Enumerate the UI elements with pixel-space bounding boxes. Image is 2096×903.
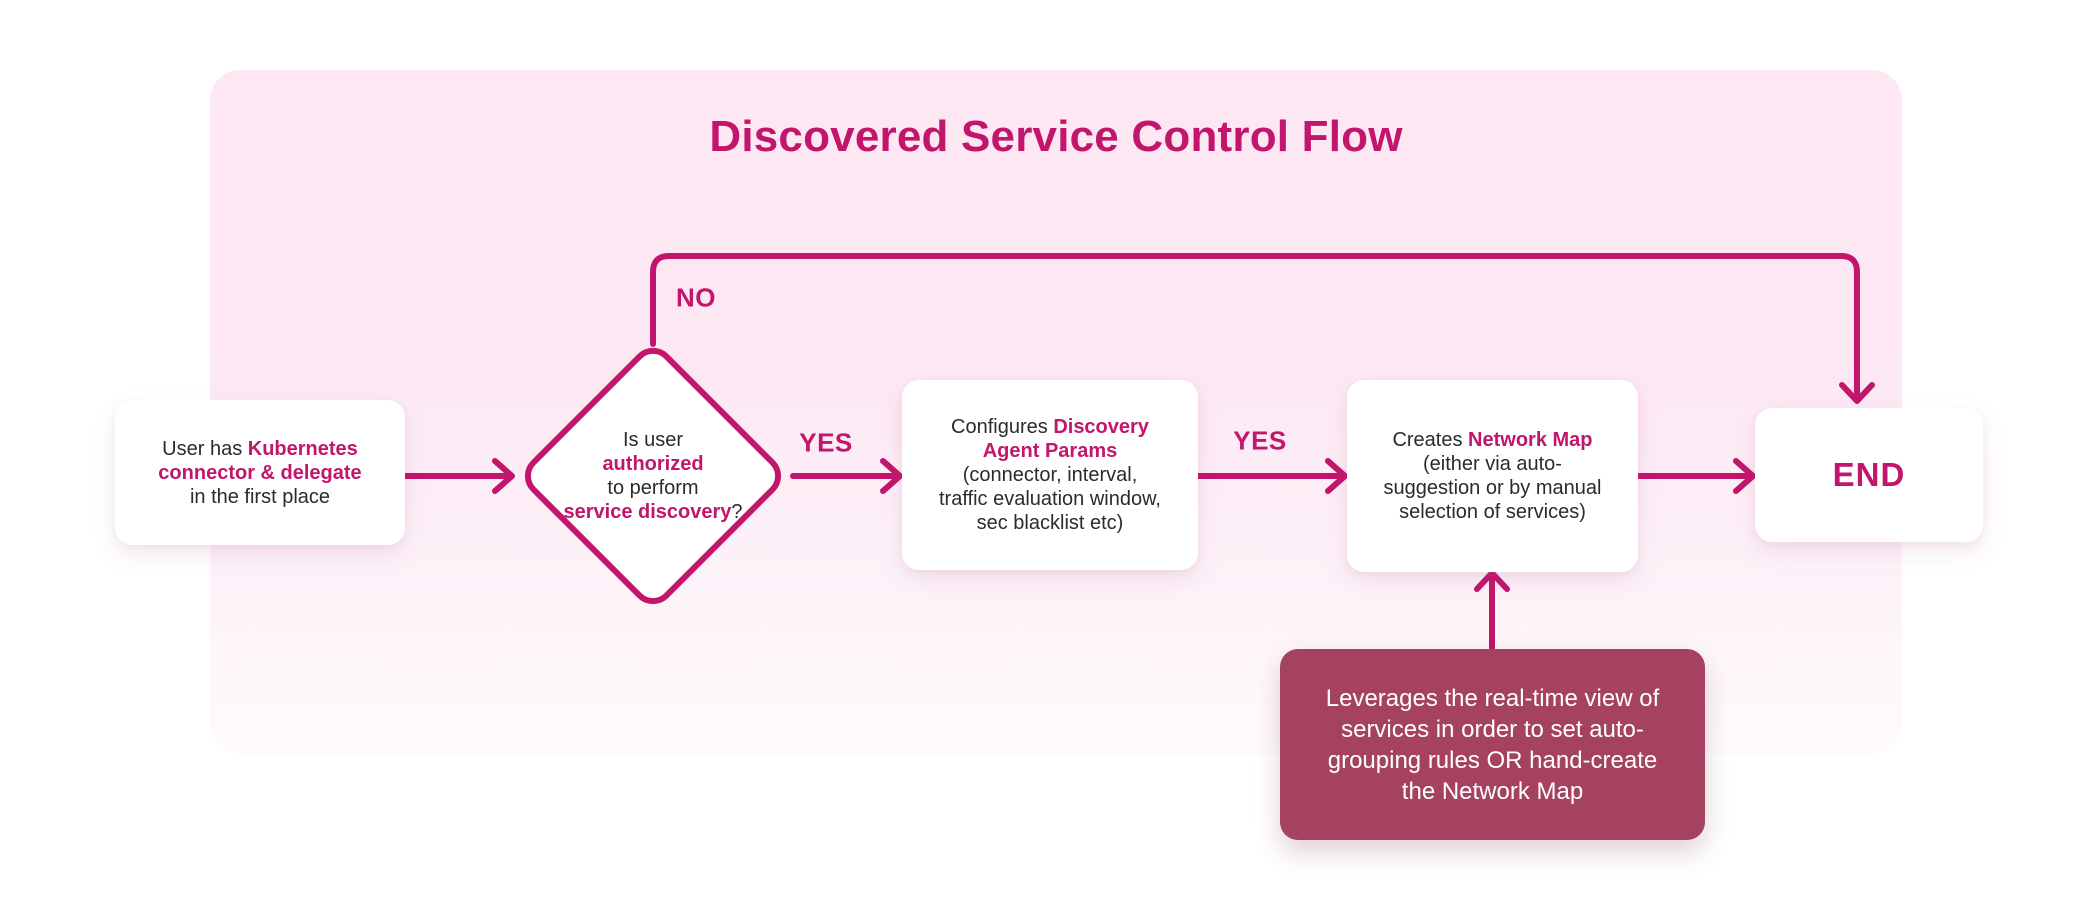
create-line1-accent: Network Map xyxy=(1468,429,1593,451)
diagram-title: Discovered Service Control Flow xyxy=(709,112,1403,161)
configure-line3: (connector, interval, xyxy=(962,464,1138,486)
node-start-line1-accent: Kubernetes xyxy=(247,437,358,460)
node-create-network-map: Creates Network Map (either via auto- su… xyxy=(1347,380,1638,572)
decision-line1: Is user xyxy=(622,429,684,451)
create-line1-text: Creates xyxy=(1392,429,1469,451)
note-text: Leverages the real-time view of services… xyxy=(1326,683,1660,807)
edge-label-yes-2: YES xyxy=(1233,425,1287,456)
create-line2: (either via auto- xyxy=(1423,453,1562,475)
node-start-line1-text: User has xyxy=(162,437,248,460)
node-start-line3-text: in the first place xyxy=(189,485,331,508)
decision-question-mark: ? xyxy=(731,501,743,523)
note-line2: services in order to set auto- xyxy=(1341,715,1644,743)
node-start-text: User has Kubernetes connector & delegate… xyxy=(158,437,361,509)
node-start: User has Kubernetes connector & delegate… xyxy=(115,400,405,545)
node-configure: Configures Discovery Agent Params (conne… xyxy=(902,380,1198,570)
create-line3: suggestion or by manual xyxy=(1383,477,1602,499)
decision-line2-accent: authorized xyxy=(602,453,704,475)
configure-line4: traffic evaluation window, xyxy=(939,488,1161,510)
edge-label-yes-1: YES xyxy=(799,427,853,458)
node-decision-text: Is user authorized to perform service di… xyxy=(553,428,753,524)
configure-line2-accent: Agent Params xyxy=(982,440,1118,462)
create-line4: selection of services) xyxy=(1399,501,1586,523)
configure-line1-accent: Discovery xyxy=(1053,416,1149,438)
note-annotation: Leverages the real-time view of services… xyxy=(1280,649,1705,840)
decision-line3: to perform xyxy=(607,477,699,499)
configure-line5: sec blacklist etc) xyxy=(976,512,1124,534)
node-create-text: Creates Network Map (either via auto- su… xyxy=(1384,428,1602,524)
configure-line1-text: Configures xyxy=(951,416,1054,438)
node-configure-text: Configures Discovery Agent Params (conne… xyxy=(939,415,1161,535)
end-label: END xyxy=(1832,456,1906,493)
node-end: END xyxy=(1755,408,1983,542)
note-line3: grouping rules OR hand-create xyxy=(1327,746,1658,774)
decision-line4-accent: service discovery xyxy=(563,501,732,523)
note-line4: the Network Map xyxy=(1401,777,1584,805)
edge-label-no: NO xyxy=(676,282,716,313)
note-line1: Leverages the real-time view of xyxy=(1325,684,1660,712)
node-start-line2-accent: connector & delegate xyxy=(158,461,362,484)
